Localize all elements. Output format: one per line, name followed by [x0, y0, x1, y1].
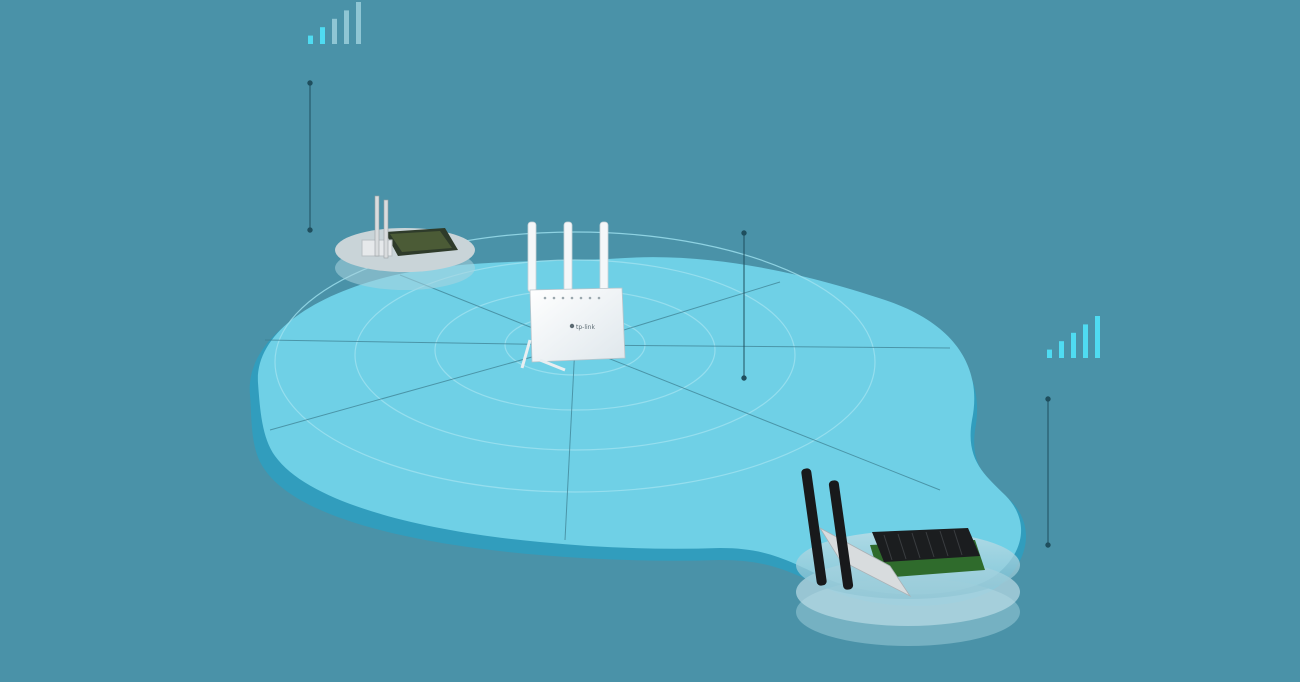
wifi-router-icon: tp-link	[520, 221, 626, 372]
pcie-card-icon	[801, 468, 985, 598]
signal-bar	[1095, 316, 1100, 358]
signal-strength-icon-right	[1047, 316, 1100, 358]
router-led	[588, 296, 592, 300]
router-brand-label: tp-link	[576, 324, 595, 331]
router-led	[552, 296, 556, 300]
signal-bar	[1071, 332, 1076, 358]
pcie-card-icon	[361, 195, 458, 259]
brand-logo-icon	[569, 323, 575, 329]
signal-strength-icon-left	[308, 2, 361, 44]
router-led	[543, 296, 547, 300]
router-leds	[543, 296, 601, 300]
right-device-platform	[796, 468, 1020, 646]
left-device-platform	[335, 195, 475, 290]
signal-bar	[308, 35, 313, 44]
router-led	[597, 296, 601, 300]
router-led	[570, 296, 574, 300]
signal-bar	[332, 18, 337, 44]
leader-lines	[307, 80, 1051, 548]
signal-bar	[1083, 324, 1088, 358]
signal-bar	[344, 10, 349, 44]
signal-bar	[320, 27, 325, 44]
router-led	[561, 296, 565, 300]
signal-bar	[1059, 341, 1064, 358]
signal-bar	[1047, 349, 1052, 358]
router-led	[579, 296, 583, 300]
coverage-top	[257, 257, 1022, 595]
signal-bar	[356, 2, 361, 44]
coverage-area	[249, 231, 1027, 606]
